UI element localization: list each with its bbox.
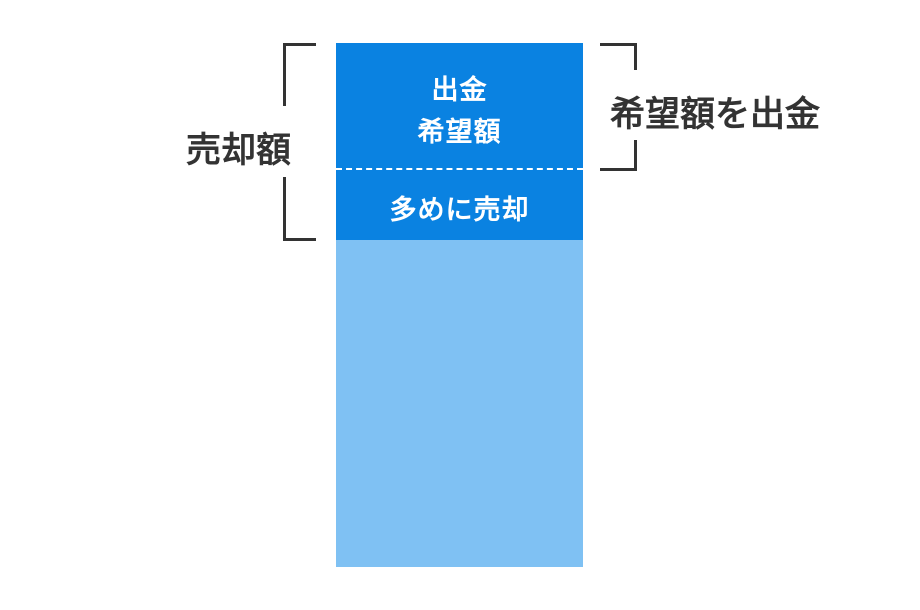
right-bracket-upper	[634, 43, 637, 70]
left-bracket-top	[283, 43, 316, 46]
withdraw-label-line1: 出金	[431, 75, 488, 106]
sold-segment	[336, 43, 583, 240]
right-bracket-top	[600, 43, 637, 46]
left-bracket-lower	[283, 177, 286, 241]
left-bracket-bottom	[283, 238, 316, 241]
withdraw-desired-label: 希望額を出金	[610, 95, 821, 135]
extra-sale-label: 多めに売却	[389, 195, 530, 226]
right-bracket-lower	[634, 140, 637, 171]
dashed-divider	[336, 168, 583, 170]
sale-amount-label: 売却額	[186, 131, 292, 171]
right-bracket-bottom	[600, 168, 637, 171]
withdraw-label-line2: 希望額	[417, 117, 502, 148]
remaining-segment	[336, 240, 583, 567]
left-bracket-upper	[283, 43, 286, 106]
